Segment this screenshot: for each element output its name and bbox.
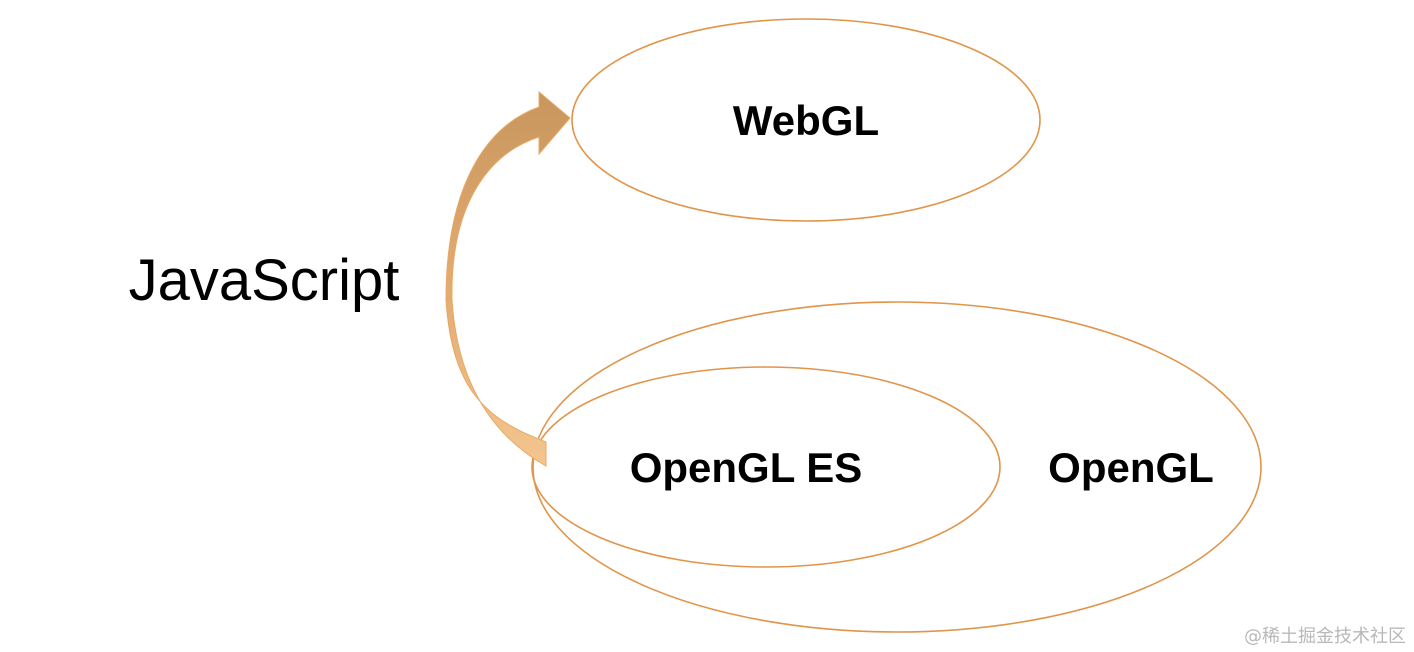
watermark-text: @稀土掘金技术社区 [1244, 626, 1406, 647]
opengl-es-label: OpenGL ES [630, 444, 863, 491]
javascript-label: JavaScript [129, 248, 400, 313]
opengl-es-ellipse [531, 366, 1001, 568]
opengl-label: OpenGL [1048, 444, 1214, 491]
opengl-ellipse [532, 301, 1262, 633]
webgl-label: WebGL [733, 97, 879, 144]
webgl-ellipse [571, 18, 1041, 222]
javascript-arrow [445, 90, 571, 467]
